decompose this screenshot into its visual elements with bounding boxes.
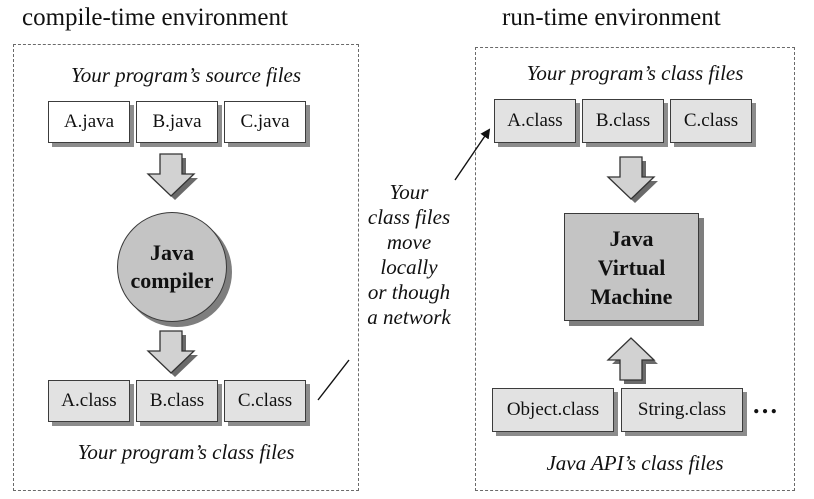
transfer-note-line: class files [367, 205, 451, 229]
api-class-file-object: Object.class [492, 388, 614, 432]
more-api-files-ellipsis: … [752, 390, 779, 419]
transfer-note: Your class files move locally or though … [351, 180, 467, 330]
transfer-note-line: a network [367, 305, 451, 329]
transfer-arrow-icon [454, 128, 491, 181]
transfer-note-line: Your [389, 180, 429, 204]
compiled-class-file-b: B.class [136, 380, 218, 422]
runtime-class-file-b: B.class [582, 99, 664, 143]
api-class-files-caption: Java API’s class files [546, 451, 724, 475]
compiled-class-files-caption: Your program’s class files [77, 440, 295, 464]
jvm-label-line2: Virtual [597, 254, 666, 280]
source-file-c: C.java [224, 101, 306, 143]
transfer-line [317, 359, 350, 401]
source-file-b: B.java [136, 101, 218, 143]
java-virtual-machine: Java Virtual Machine [564, 213, 699, 321]
transfer-note-line: locally [380, 255, 438, 279]
up-arrow-icon [606, 337, 658, 384]
source-file-a: A.java [48, 101, 130, 143]
runtime-class-files-caption: Your program’s class files [526, 61, 744, 85]
java-compiler-label-line2: compiler [130, 268, 214, 293]
compiled-class-file-a: A.class [48, 380, 130, 422]
transfer-note-line: or though [367, 280, 451, 304]
api-class-file-string: String.class [621, 388, 743, 432]
jvm-label-line1: Java [609, 225, 654, 251]
run-env-title: run-time environment [502, 4, 721, 31]
compile-env-title: compile-time environment [22, 4, 288, 31]
runtime-class-file-c: C.class [670, 99, 752, 143]
java-compiler: Java compiler [117, 212, 227, 322]
runtime-class-file-a: A.class [494, 99, 576, 143]
run-env-panel [475, 47, 795, 491]
source-files-caption: Your program’s source files [70, 63, 302, 87]
transfer-note-line: move [386, 230, 432, 254]
jvm-label-line3: Machine [590, 283, 673, 309]
down-arrow-icon [606, 156, 658, 203]
compiled-class-file-c: C.class [224, 380, 306, 422]
down-arrow-icon [146, 330, 198, 377]
java-compiler-label-line1: Java [150, 240, 194, 265]
down-arrow-icon [146, 153, 198, 200]
compile-env-panel [13, 44, 359, 491]
